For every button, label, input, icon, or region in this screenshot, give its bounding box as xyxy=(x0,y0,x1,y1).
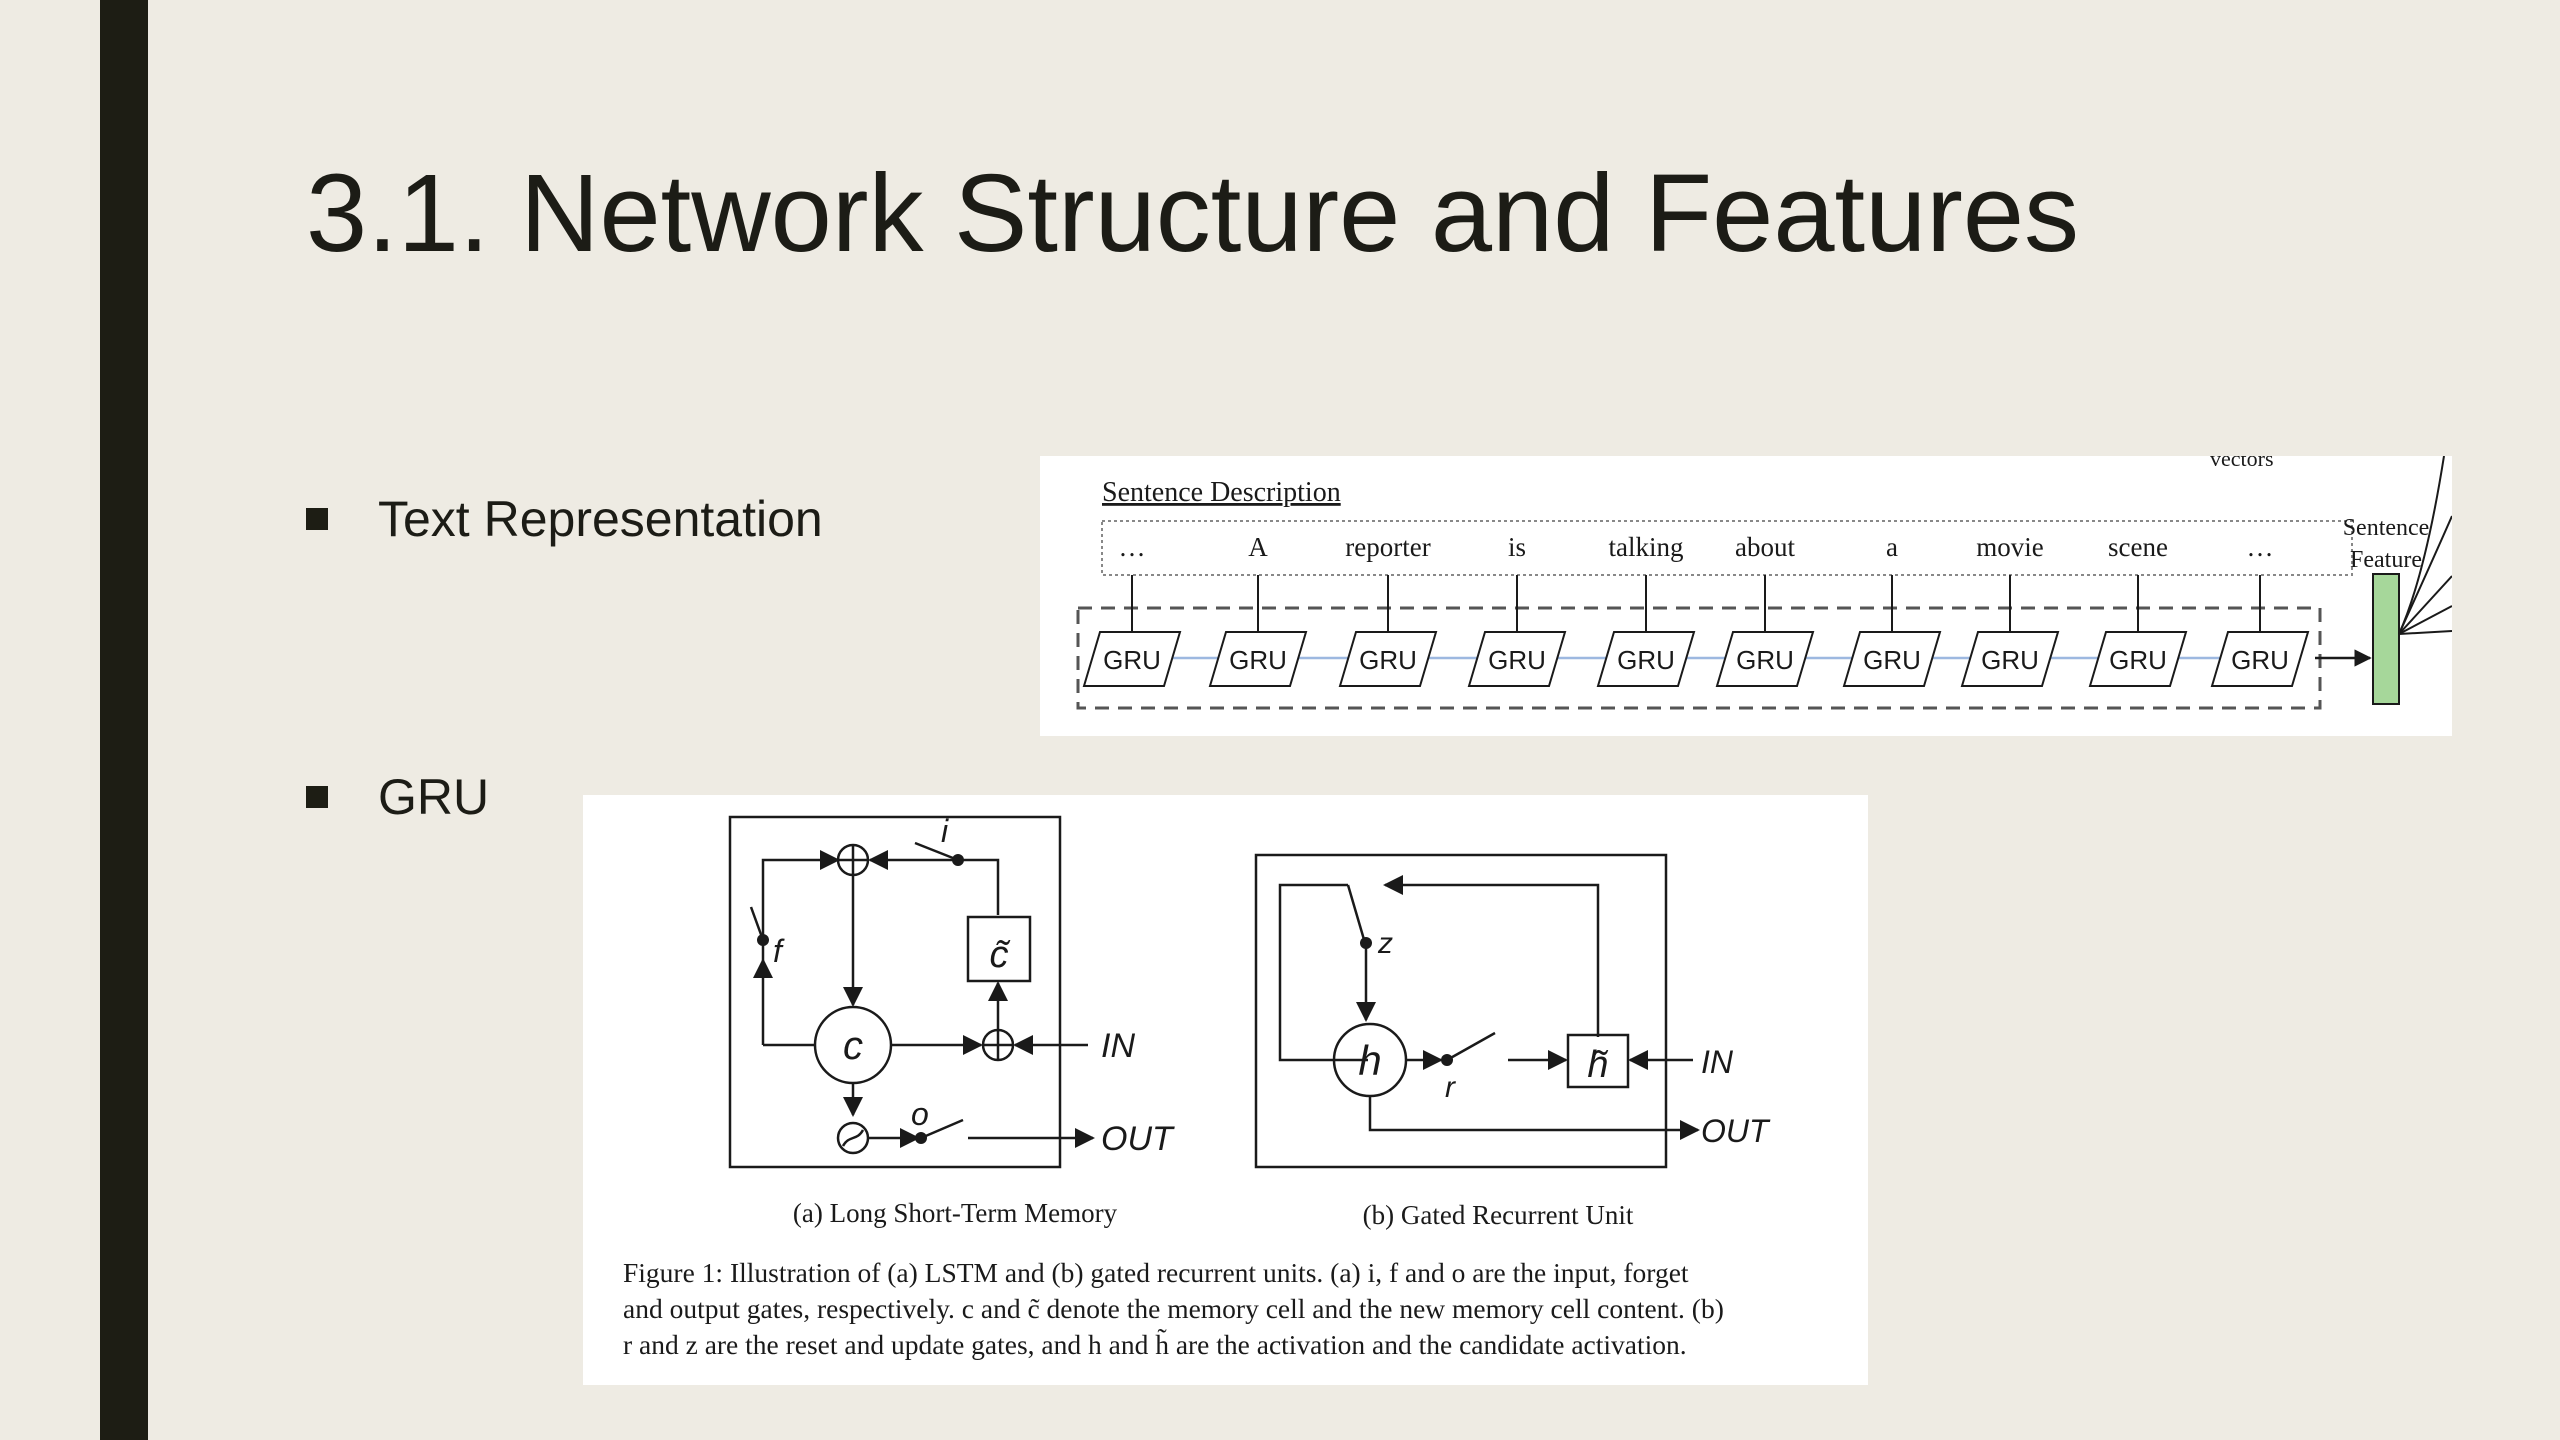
lstm-cell-label: c xyxy=(843,1024,863,1068)
bullet-text-representation: Text Representation xyxy=(306,490,823,548)
lstm-input-label: IN xyxy=(1101,1027,1135,1065)
figure-caption: Figure 1: Illustration of (a) LSTM and (… xyxy=(623,1255,1838,1363)
gru-candidate-label: h̃ xyxy=(1587,1044,1609,1086)
gru-unit-box xyxy=(2088,631,2188,687)
gru-unit-box xyxy=(1960,631,2060,687)
bullet-label: GRU xyxy=(378,769,490,825)
gru-unit-label: GRU xyxy=(1736,645,1794,675)
gru-unit-box xyxy=(1596,631,1696,687)
sentence-feature-box xyxy=(2372,573,2400,705)
gru-unit-box xyxy=(1208,631,1308,687)
sentence-feature-label-line2: Feature xyxy=(2350,547,2422,573)
lstm-caption: (a) Long Short-Term Memory xyxy=(793,1198,1118,1228)
lstm-gate-o: o xyxy=(911,1096,929,1132)
gru-unit-box xyxy=(1082,631,1182,687)
slide-title: 3.1. Network Structure and Features xyxy=(306,152,2080,275)
gru-gate-r: r xyxy=(1445,1071,1456,1104)
gru-unit-box xyxy=(1338,631,1438,687)
bullet-label: Text Representation xyxy=(378,491,823,547)
sentence-word: reporter xyxy=(1345,532,1430,562)
gru-activation-label: h xyxy=(1358,1037,1381,1084)
gru-unit-box xyxy=(1715,631,1815,687)
bullet-gru: GRU xyxy=(306,768,489,826)
sentence-word: … xyxy=(1119,532,1146,562)
lstm-output-gate-dot xyxy=(915,1132,927,1144)
gru-unit-label: GRU xyxy=(1103,645,1161,675)
gru-unit-label: GRU xyxy=(1229,645,1287,675)
caption-line: r and z are the reset and update gates, … xyxy=(623,1329,1687,1360)
lstm-forget-gate-dot xyxy=(757,934,769,946)
gru-unit-label: GRU xyxy=(1981,645,2039,675)
sentence-word: A xyxy=(1248,532,1268,562)
gru-unit-label: GRU xyxy=(1359,645,1417,675)
vectors-fragment: vectors xyxy=(2210,456,2274,471)
lstm-gate-i: i xyxy=(941,813,949,849)
sentence-heading: Sentence Description xyxy=(1102,477,1341,508)
gru-output-label: OUT xyxy=(1701,1113,1771,1149)
caption-line: Figure 1: Illustration of (a) LSTM and (… xyxy=(623,1257,1689,1288)
sentence-word: … xyxy=(2247,532,2274,562)
gru-input-label: IN xyxy=(1701,1044,1734,1080)
gru-unit-box xyxy=(1467,631,1567,687)
gru-update-gate-dot xyxy=(1360,937,1372,949)
sentence-word: is xyxy=(1508,532,1526,562)
gru-unit-label: GRU xyxy=(1863,645,1921,675)
sentence-feature-label-line1: Sentence xyxy=(2343,515,2430,541)
lstm-diagram xyxy=(728,815,1095,1169)
sentence-word: scene xyxy=(2108,532,2168,562)
lstm-gate-f: f xyxy=(773,933,785,969)
sentence-word: about xyxy=(1735,532,1795,562)
gru-unit-label: GRU xyxy=(1488,645,1546,675)
gru-unit-box xyxy=(2210,631,2310,687)
gru-unit-box xyxy=(1842,631,1942,687)
gru-gate-z: z xyxy=(1377,927,1393,960)
fan-out-lines xyxy=(2398,455,2453,635)
caption-line: and output gates, respectively. c and c̃… xyxy=(623,1293,1724,1324)
gru-reset-gate-dot xyxy=(1441,1054,1453,1066)
lstm-output-label: OUT xyxy=(1101,1120,1175,1158)
gru-unit-label: GRU xyxy=(1617,645,1675,675)
lstm-gru-figure: i f o c c̃ IN OUT (a) Long Short-Term Me… xyxy=(583,795,1868,1385)
gru-diagram xyxy=(1254,853,1700,1169)
gru-units: GRU GRU GRU GRU GRU GRU GRU GRU GRU GRU xyxy=(1082,575,2310,687)
gru-unit-label: GRU xyxy=(2109,645,2167,675)
lstm-gru-diagrams: i f o c c̃ IN OUT (a) Long Short-Term Me… xyxy=(728,813,1771,1230)
lstm-candidate-label: c̃ xyxy=(990,934,1012,976)
lstm-input-gate-dot xyxy=(952,854,964,866)
left-accent-bar xyxy=(100,0,148,1440)
gru-unit-label: GRU xyxy=(2231,645,2289,675)
square-bullet-icon xyxy=(306,786,328,808)
sentence-word: talking xyxy=(1609,532,1684,562)
sentence-word: movie xyxy=(1976,532,2044,562)
gru-caption: (b) Gated Recurrent Unit xyxy=(1363,1200,1634,1230)
square-bullet-icon xyxy=(306,508,328,530)
sentence-word: a xyxy=(1886,532,1898,562)
words-box xyxy=(1101,520,2353,576)
